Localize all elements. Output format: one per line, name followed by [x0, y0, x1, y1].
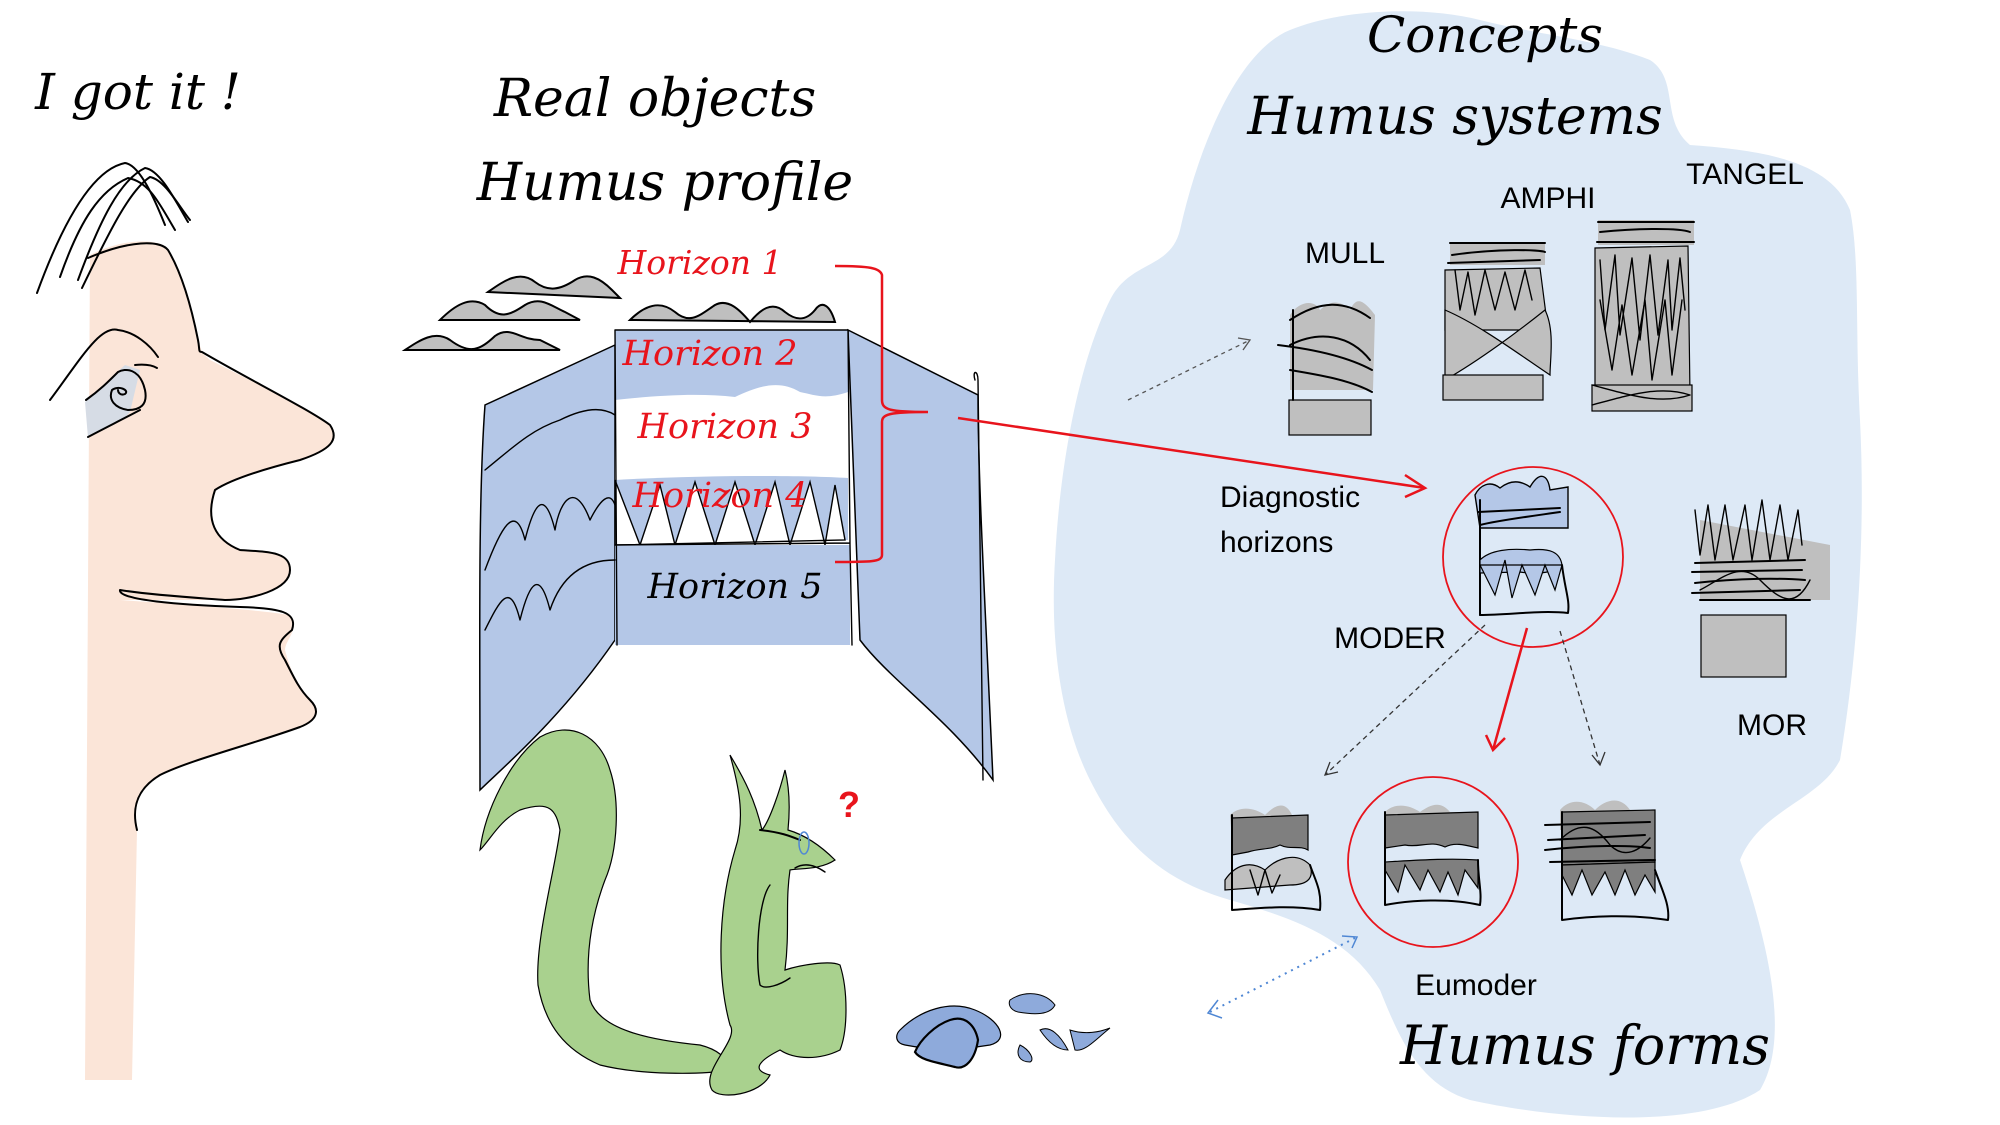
thinking-creature: [479, 729, 847, 1096]
mushroom-pile: [896, 993, 1111, 1069]
eumoder-label: Eumoder: [1415, 969, 1537, 1002]
mull-label: MULL: [1305, 237, 1385, 270]
mull-system-icon: [1277, 301, 1375, 436]
form-arrow-main: [1491, 627, 1529, 751]
mushroom-fragment: [1008, 993, 1056, 1015]
amphi-system-icon: [1442, 242, 1552, 401]
link-arrow-to-mull-head: [1237, 337, 1252, 351]
tangel-system-icon: [1591, 220, 1695, 412]
face: [85, 241, 334, 1081]
eye: [85, 369, 147, 411]
exclamation-text: I got it !: [34, 63, 241, 121]
face-outline: [87, 242, 335, 831]
eye-upper-lash: [134, 363, 158, 369]
creature-glasses-bar: [759, 829, 801, 841]
mushroom-fragment: [1017, 1044, 1033, 1063]
horizon-4-label: Horizon 4: [632, 476, 808, 516]
form-arrow-main-head: [1484, 734, 1506, 753]
horizon-1-label: Horizon 1: [617, 243, 783, 282]
profile-left-panel: [478, 343, 616, 792]
humus-form-eumoder-icon: [1384, 804, 1482, 906]
creature-body: [709, 754, 847, 1096]
humus-profile-title: Humus profile: [476, 153, 853, 213]
thinking-person: [36, 162, 335, 1081]
right-panel-post: [973, 371, 984, 781]
horizon-5-band: [615, 545, 850, 645]
horizon-3-label: Horizon 3: [637, 407, 813, 447]
link-arrow-to-mull: [1127, 339, 1251, 401]
horizon-4-teeth: [614, 479, 846, 548]
litter-wave: [401, 330, 561, 351]
hair-strand: [81, 176, 191, 289]
creature-tail: [479, 729, 731, 1074]
moder-system-icon: [1474, 475, 1570, 616]
diagnostic-arrow-head: [1404, 473, 1428, 499]
mushroom-fragment: [1039, 1027, 1111, 1051]
horizon-2-label: Horizon 2: [622, 334, 798, 374]
left-panel-squiggle: [484, 496, 616, 571]
eyebrow: [49, 328, 159, 401]
diagnostic-label-line2: horizons: [1220, 526, 1333, 559]
eye-lower-lash: [87, 409, 141, 438]
mushroom-stem: [913, 1017, 980, 1069]
humus-profile-block: [401, 275, 994, 792]
litter-wave: [485, 275, 623, 300]
real-to-concept-link: [1209, 937, 1356, 1013]
horizon-3-band: [615, 385, 848, 480]
creature-question-mark: ?: [838, 784, 860, 825]
humus-form-left-icon: [1224, 805, 1322, 911]
litter-wave: [627, 302, 837, 324]
concepts-title: Concepts: [1367, 6, 1603, 64]
real-to-concept-link-head-2: [1206, 999, 1223, 1019]
amphi-label: AMPHI: [1500, 182, 1595, 215]
mor-system-icon: [1691, 499, 1830, 678]
eumoder-highlight-ring: [1347, 776, 1519, 948]
left-panel-squiggle: [484, 408, 616, 471]
horizon-5-label: Horizon 5: [647, 567, 823, 607]
diagnostic-bracket: [834, 264, 929, 564]
hair-strand: [59, 177, 176, 278]
humus-forms-title: Humus forms: [1399, 1014, 1770, 1077]
creature-arm: [757, 884, 791, 988]
form-arrow-left: [1324, 624, 1486, 776]
profile-front-outline: [614, 329, 853, 646]
left-panel-squiggle: [484, 559, 616, 631]
form-arrow-right-head: [1591, 751, 1606, 767]
creature-mouth: [794, 864, 826, 873]
diagnostic-arrow: [957, 416, 1426, 490]
profile-right-panel: [847, 328, 994, 783]
real-to-concept-link-head-1: [1341, 935, 1359, 949]
moder-label: MODER: [1334, 622, 1446, 655]
humus-form-right-icon: [1544, 800, 1670, 921]
litter-wave: [437, 300, 581, 321]
form-arrow-left-head: [1323, 761, 1339, 776]
tangel-label: TANGEL: [1686, 158, 1804, 191]
creature-glasses: [798, 831, 810, 855]
humus-systems-title: Humus systems: [1246, 87, 1662, 147]
diagnostic-label-line1: Diagnostic: [1220, 481, 1360, 514]
moder-highlight-ring: [1442, 466, 1624, 648]
real-objects-title: Real objects: [493, 69, 816, 129]
mor-label: MOR: [1737, 709, 1807, 742]
